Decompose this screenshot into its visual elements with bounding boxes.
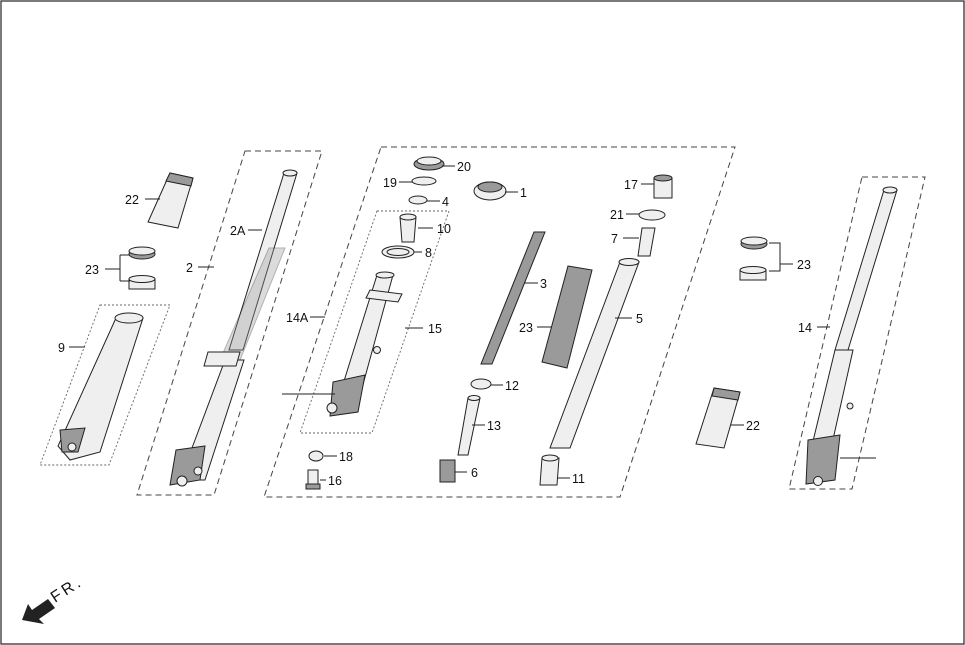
callout-6: 6 [471,466,478,480]
callout-2: 2 [186,261,193,275]
group-frame-center-inner-parts [263,146,736,498]
callout-22-right: 22 [746,419,760,433]
callout-18: 18 [339,450,353,464]
rebound-spring-part-6 [439,459,456,483]
bearing-part-1 [473,181,507,201]
callout-10: 10 [437,222,451,236]
dust-cover-right-part [695,387,741,449]
front-label: FR. [48,573,86,606]
callout-9: 9 [58,341,65,355]
callout-17: 17 [624,178,638,192]
callout-14: 14 [798,321,812,335]
callout-21: 21 [610,208,624,222]
callout-2a: 2A [230,224,246,238]
callout-4: 4 [442,195,449,209]
stopper-ring-part-19 [411,176,437,186]
leader-lines [69,165,876,481]
callout-7: 7 [611,232,618,246]
group-frame-right-fork [788,176,926,490]
fork-bottom-case-part [57,312,144,461]
socket-bolt-part-16 [305,469,321,490]
washer-part-4 [408,195,428,205]
callout-23-center: 23 [519,321,533,335]
callout-labels: 22 23 9 2 2A 14A 15 10 8 20 19 4 1 3 23 … [58,160,812,488]
callout-1: 1 [520,186,527,200]
inner-tube-part-15 [326,271,403,417]
fork-spring-part-3 [480,231,546,365]
oil-seal-left-part [128,246,156,290]
dust-boot-part-23-center [541,265,593,369]
callout-19: 19 [383,176,397,190]
callout-20: 20 [457,160,471,174]
left-front-fork-assembly-part [169,169,298,487]
damper-rod-part-13 [457,395,481,456]
callout-22-left: 22 [125,193,139,207]
callout-23-left: 23 [85,263,99,277]
seal-ring-part-8 [381,245,415,259]
front-direction-indicator: FR. [22,573,86,624]
callout-3: 3 [540,277,547,291]
washer-part-18 [308,450,324,462]
bolt-cap-part-17 [653,174,673,199]
callout-8: 8 [425,246,432,260]
piston-ring-part-12 [470,378,492,390]
group-frame-left-fork [136,150,323,496]
slide-bushing-part-10 [399,213,417,243]
callout-11: 11 [572,472,585,486]
front-arrow-icon [22,599,55,624]
collar-part-7 [637,227,656,257]
callout-14a: 14A [286,311,309,325]
oil-seal-right-part [739,236,768,281]
fork-pipe-part-5 [549,258,640,449]
o-ring-part-21 [638,209,666,221]
oil-lock-piece-part-11 [539,454,560,486]
callout-13: 13 [487,419,501,433]
callout-12: 12 [505,379,519,393]
group-frame-inner-tube [299,210,450,434]
dust-cover-left-part [147,172,194,229]
right-front-fork-assembly-part [805,186,898,486]
callout-16: 16 [328,474,342,488]
callout-5: 5 [636,312,643,326]
callout-23-right: 23 [797,258,811,272]
spring-seat-part-20 [413,156,445,171]
group-frame-fork-bottom [39,304,171,466]
callout-15: 15 [428,322,442,336]
